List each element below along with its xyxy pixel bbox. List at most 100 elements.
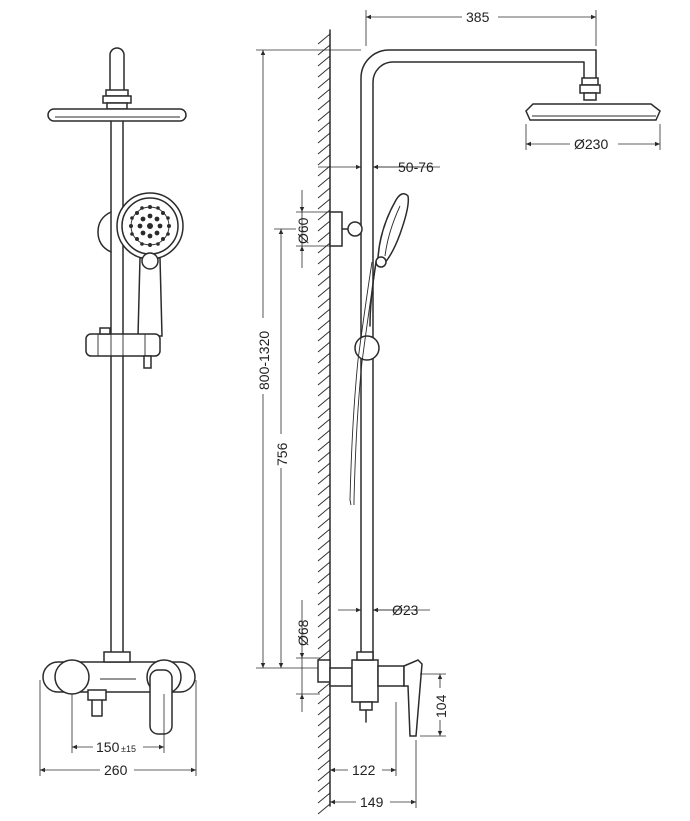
wall-hatch-line [317,330,331,342]
side-mixer-top-coupling [356,651,374,661]
wall-hatch-line [317,627,331,639]
wall-hatch-line [317,748,331,760]
side-overhead-shower [525,103,661,121]
wall-hatch-line [317,264,331,276]
wall-hatch-line [317,286,331,298]
wall-hatch-line [317,506,331,518]
side-hand-shower-face [384,205,401,257]
front-outlet-pipe [91,699,103,717]
dim-756-label: 756 [274,442,290,466]
wall-hatch-line [317,385,331,397]
dim-230-label: Ø230 [574,136,608,152]
front-handle-joint [141,252,159,270]
side-arm-nut-1 [581,77,599,86]
dim-68-label: Ø68 [295,619,311,646]
side-arm-nut-3 [583,92,597,101]
dim-104-label: 104 [433,694,449,718]
side-riser-inner [372,61,585,661]
wall-hatch-line [317,352,331,364]
wall-hatch-line [317,396,331,408]
wall-hatch-line [317,759,331,771]
front-nut-2 [102,95,132,104]
front-outlet-nut [87,689,107,701]
wall-hatch-line [317,319,331,331]
dim-23-label: Ø23 [392,602,419,618]
wall-hatch-line [317,231,331,243]
side-hose-2 [353,263,377,505]
wall-hatch-line [317,693,331,705]
wall-hatch-line [317,55,331,67]
wall-hatch-line [317,187,331,199]
wall-hatch-line [317,737,331,749]
wall-hatch-line [317,143,331,155]
wall-hatch-line [317,539,331,551]
wall-hatch-line [317,132,331,144]
wall-hatch-line [317,220,331,232]
side-mixer-lever [403,659,423,737]
side-hose-1 [349,261,373,506]
side-upper-bracket-clamp [347,221,363,237]
wall-hatch-line [317,297,331,309]
wall-hatch-line [317,429,331,441]
side-mixer-eccentric [329,667,353,687]
side-upper-wall-bracket [329,211,343,247]
front-mixer-lever [149,669,173,735]
dim-149-label: 149 [360,794,384,810]
wall-hatch-line [317,605,331,617]
dim-60-label: Ø60 [295,217,311,244]
wall-hatch-line [317,638,331,650]
side-mixer-body [351,659,379,703]
front-overhead-plate [47,108,187,122]
dim-150-label: 150 [96,739,120,755]
wall-hatch-line [317,594,331,606]
dim-104-label-bg [432,688,448,720]
wall-hatch-line [317,528,331,540]
dim-756-label-bg [273,434,289,468]
front-hose-connector [143,355,152,369]
wall-hatch-line [317,154,331,166]
dim-150-tolerance: ±15 [121,744,136,754]
dim-230-label-bg [570,135,618,151]
dim-800-1320-label: 800-1320 [256,331,272,390]
wall-hatch-line [317,176,331,188]
side-wall-inlet-nut [317,659,331,683]
wall-hatch-line [317,792,331,804]
wall-hatch-line [317,308,331,320]
side-view: 385 Ø230 50-76 Ø60 800-1320 756 [255,8,661,815]
wall-hatch-line [317,121,331,133]
dim-122-label: 122 [352,762,376,778]
side-outlet-nut [359,701,373,711]
wall-hatch-line [317,33,331,45]
front-slide-knob [99,327,111,335]
wall-hatch-line [317,715,331,727]
wall-hatch-line [317,275,331,287]
wall-hatch-line [317,583,331,595]
wall-hatch-line [317,341,331,353]
dim-800-label-bg [255,318,271,394]
wall-hatch-line [317,781,331,793]
wall-hatch-line [317,253,331,265]
wall-hatch-line [317,407,331,419]
wall-hatch-line [317,462,331,474]
side-mixer-cartridge [377,665,405,687]
wall-hatch-line [317,418,331,430]
wall-hatch-line [317,649,331,661]
side-riser-outer [360,49,597,661]
dim-385-label-bg [462,8,498,24]
dim-385-label: 385 [466,9,490,25]
wall-hatch-line [317,561,331,573]
wall-hatch-line [317,242,331,254]
front-hand-shower-nozzles [129,205,171,247]
side-hand-shower-head [377,193,410,268]
front-top-stem [109,47,125,91]
wall-hatch-line [317,363,331,375]
wall-hatch-line [317,484,331,496]
wall-hatch-line [317,66,331,78]
wall-hatch-line [317,451,331,463]
front-nut-3 [106,102,128,110]
wall-hatch-line [317,110,331,122]
wall-hatch-line [317,704,331,716]
dim-50-76-label: 50-76 [398,159,434,175]
wall-hatch-line [317,770,331,782]
side-hand-shower-joint [375,256,387,268]
